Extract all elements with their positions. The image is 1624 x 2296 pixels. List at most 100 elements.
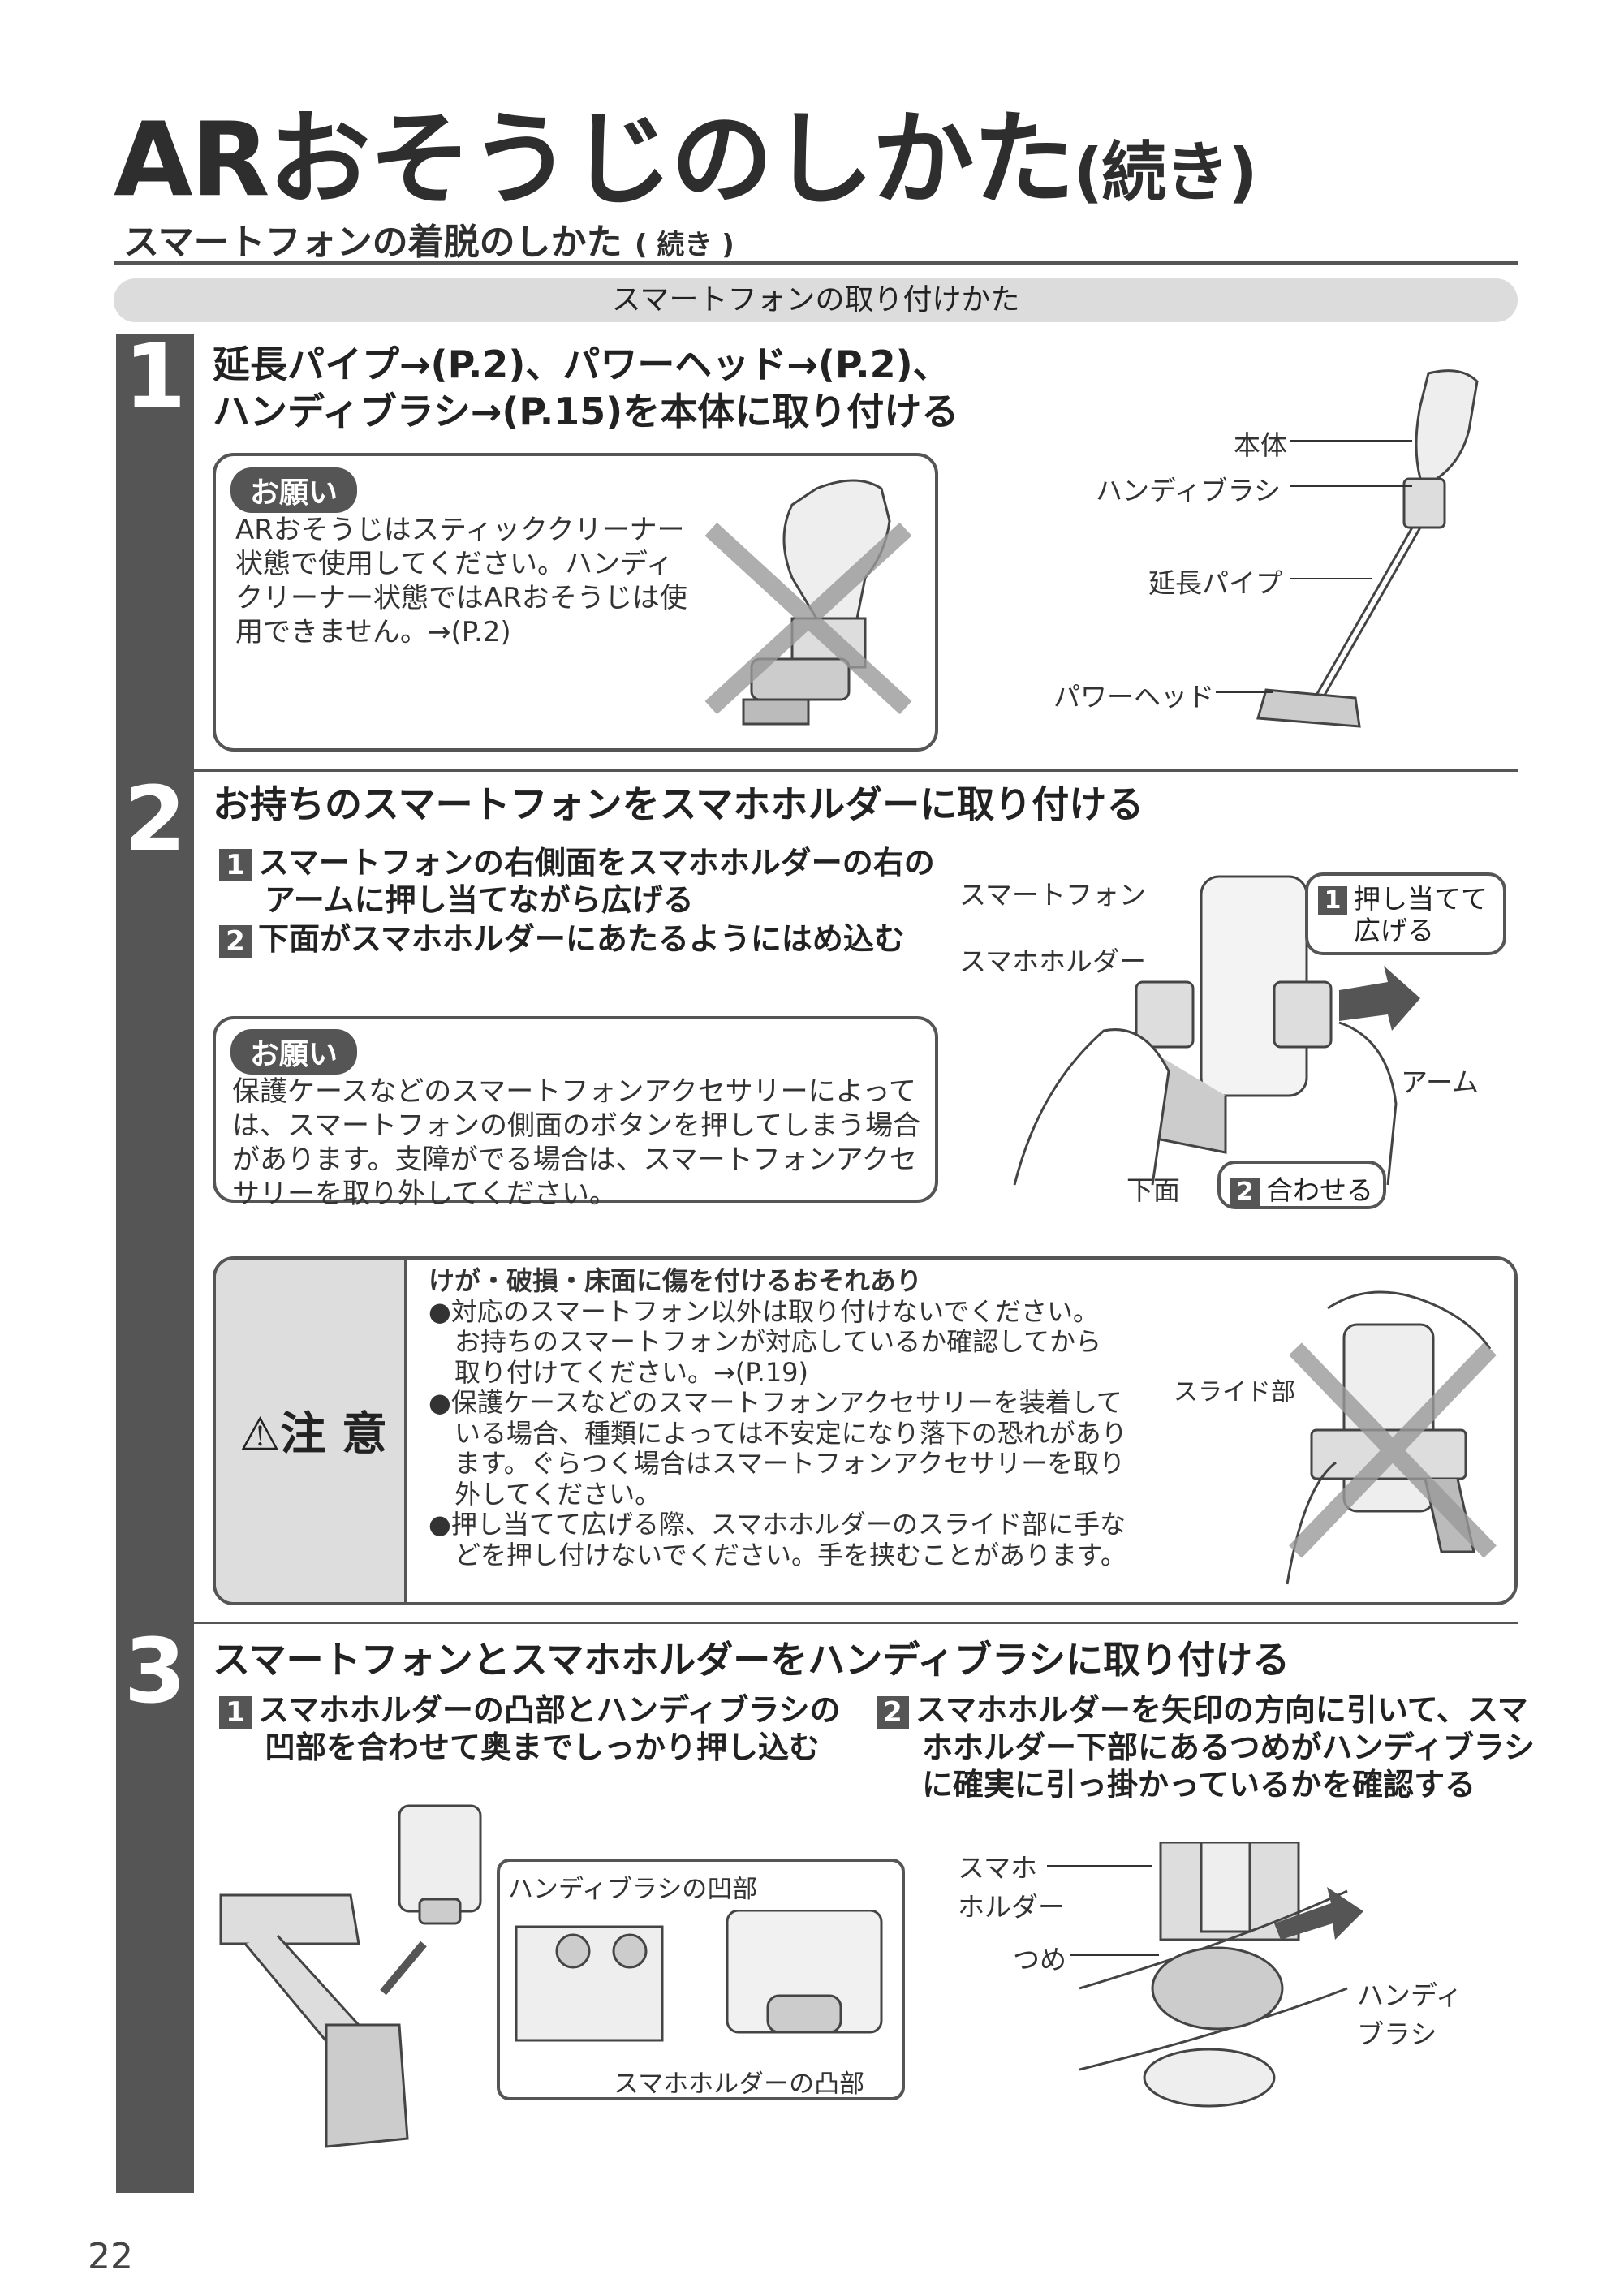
note-line: サリーを取り外してください。 <box>232 1178 617 1210</box>
leader-line <box>1290 440 1412 442</box>
sub-number: 1 <box>219 1695 252 1729</box>
section-subtitle: スマートフォンの着脱のしかた ( 続き ) <box>123 222 734 263</box>
section-subtitle-suffix: ( 続き ) <box>635 229 734 261</box>
page-title-suffix: (続き) <box>1073 135 1258 210</box>
callout-number: 2 <box>1230 1177 1260 1207</box>
step-2-note-box: お願い 保護ケースなどのスマートフォンアクセサリーによって は、スマートフォンの… <box>213 1016 938 1210</box>
claw-check-illustration <box>1079 1842 1363 2108</box>
label-handy-brush: ハンディブラシ <box>1096 475 1282 506</box>
sub-line: に確実に引っ掛かっているかを確認する <box>922 1767 1476 1803</box>
caution-line: 外してください。 <box>454 1478 661 1510</box>
step-1-note-box: お願い ARおそうじはスティッククリーナー 状態で使用してください。ハンディ ク… <box>213 453 938 752</box>
note-tag: お願い <box>230 1029 358 1075</box>
step-1-note-text: ARおそうじはスティッククリーナー 状態で使用してください。ハンディ クリーナー… <box>235 513 690 649</box>
step-2-number: 2 <box>123 767 187 871</box>
step-1-number: 1 <box>123 325 187 429</box>
callout-line: 押し当てて <box>1354 883 1488 915</box>
page-number: 22 <box>88 2236 133 2277</box>
sub-line: スマートフォンの右側面をスマホホルダーの右の <box>258 845 935 881</box>
sub-line: 下面がスマホホルダーにあたるようにはめ込む <box>258 921 905 957</box>
label-power-head: パワーヘッド <box>1053 681 1214 713</box>
caution-line: ●対応のスマートフォン以外は取り付けないでください。 <box>429 1295 1100 1327</box>
step-divider <box>116 1622 1518 1624</box>
caution-line: お持ちのスマートフォンが対応しているか確認してから <box>454 1326 1102 1357</box>
label-smartphone: スマートフォン <box>959 879 1147 911</box>
note-tag: お願い <box>230 467 358 513</box>
caution-line: ます。ぐらつく場合はスマートフォンアクセサリーを取り <box>454 1448 1126 1479</box>
callout-line: 合わせる <box>1266 1174 1373 1206</box>
sub-line: アームに押し当てながら広げる <box>265 882 694 918</box>
handy-brush-insertion-illustration <box>219 1804 482 2148</box>
slide-part-prohibited-illustration <box>1286 1290 1497 1585</box>
callout-number: 1 <box>1318 885 1347 915</box>
step-sidebar <box>116 334 194 2193</box>
label-line: ハンディ <box>1357 1979 1462 2011</box>
label-arm: アーム <box>1401 1066 1480 1098</box>
caution-text: けが・破損・床面に傷を付けるおそれあり ●対応のスマートフォン以外は取り付けない… <box>429 1265 1127 1570</box>
note-line: は、スマートフォンの側面のボタンを押してしまう場合 <box>232 1109 920 1142</box>
note-line: ARおそうじはスティッククリーナー <box>235 514 685 546</box>
leader-line <box>1047 1865 1152 1867</box>
step-1-heading-line: 延長パイプ→(P.2)、パワーヘッド→(P.2)、 <box>213 342 950 386</box>
note-line: 保護ケースなどのスマートフォンアクセサリーによって <box>232 1075 916 1108</box>
leader-line <box>1290 578 1372 579</box>
label-bottom: 下面 <box>1126 1174 1180 1206</box>
caution-label: ⚠注 意 <box>224 1398 403 1463</box>
handy-cleaner-prohibited-illustration <box>704 479 912 726</box>
leader-line <box>1290 485 1412 487</box>
warning-triangle-icon: ⚠ <box>239 1408 281 1461</box>
caution-line: どを押し付けないでください。手を挟むことがあります。 <box>454 1539 1126 1570</box>
caution-heading: けが・破損・床面に傷を付けるおそれあり <box>429 1265 923 1296</box>
page-title: ARおそうじのしかた(続き) <box>114 100 1258 219</box>
recess-detail-box: ハンディブラシの凹部 スマホホルダーの凸部 <box>497 1859 905 2100</box>
note-line: クリーナー状態ではARおそうじは使 <box>235 582 687 614</box>
sub-number: 2 <box>219 924 252 958</box>
caution-box: ⚠注 意 けが・破損・床面に傷を付けるおそれあり ●対応のスマートフォン以外は取… <box>213 1256 1518 1605</box>
recess-bump-detail-illustration <box>515 1910 883 2042</box>
step-divider <box>116 769 1518 772</box>
stick-cleaner-illustration <box>1256 369 1479 728</box>
label-brush-recess: ハンディブラシの凹部 <box>508 1875 758 1904</box>
sub-line: スマホホルダーを矢印の方向に引いて、スマ <box>915 1692 1528 1728</box>
caution-line: ●保護ケースなどのスマートフォンアクセサリーを装着して <box>429 1387 1122 1418</box>
callout-line: 広げる <box>1354 914 1434 946</box>
leader-line <box>1216 691 1273 693</box>
step-3-heading: スマートフォンとスマホホルダーをハンディブラシに取り付ける <box>213 1638 1290 1682</box>
label-sumaho: スマホ ホルダー <box>958 1846 1065 1924</box>
step-1-heading: 延長パイプ→(P.2)、パワーヘッド→(P.2)、 ハンディブラシ→(P.15)… <box>213 341 958 435</box>
leader-line <box>1070 1954 1159 1956</box>
step-1-heading-line: ハンディブラシ→(P.15)を本体に取り付ける <box>213 390 959 433</box>
label-holder: スマホホルダー <box>959 946 1147 977</box>
caution-line: いる場合、種類によっては不安定になり落下の恐れがあり <box>454 1417 1127 1449</box>
sub-number: 2 <box>877 1695 909 1729</box>
sub-line: ホホルダー下部にあるつめがハンディブラシ <box>922 1730 1536 1765</box>
note-line: 用できません。→(P.2) <box>235 616 511 648</box>
label-body: 本体 <box>1234 429 1287 461</box>
step-2-note-text: 保護ケースなどのスマートフォンアクセサリーによって は、スマートフォンの側面のボ… <box>232 1075 922 1211</box>
caution-label-panel: ⚠注 意 <box>216 1260 407 1602</box>
note-line: があります。支障がでる場合は、スマートフォンアクセ <box>232 1144 917 1176</box>
label-handy-brush-step3: ハンディ ブラシ <box>1357 1974 1462 2052</box>
sub-line: 凹部を合わせて奥までしっかり押し込む <box>265 1730 821 1765</box>
step-3-number: 3 <box>123 1619 187 1723</box>
label-holder-bump: スマホホルダーの凸部 <box>614 2070 865 2099</box>
note-line: 状態で使用してください。ハンディ <box>235 548 674 580</box>
subtitle-rule <box>114 261 1518 265</box>
label-claw: つめ <box>1013 1944 1066 1975</box>
sub-line: スマホホルダーの凸部とハンディブラシの <box>258 1692 841 1728</box>
caution-line: 取り付けてください。→(P.19) <box>454 1356 809 1388</box>
label-line: ホルダー <box>958 1891 1065 1923</box>
caution-line: ●押し当てて広げる際、スマホホルダーのスライド部に手な <box>429 1509 1126 1540</box>
step-2-heading: お持ちのスマートフォンをスマホホルダーに取り付ける <box>213 782 1144 826</box>
caution-label-text: 注 意 <box>280 1408 387 1461</box>
smartphone-holder-illustration <box>1013 875 1420 1186</box>
sub-number: 1 <box>219 848 252 881</box>
label-line: ブラシ <box>1357 2018 1437 2050</box>
label-slide-part: スライド部 <box>1174 1378 1295 1406</box>
